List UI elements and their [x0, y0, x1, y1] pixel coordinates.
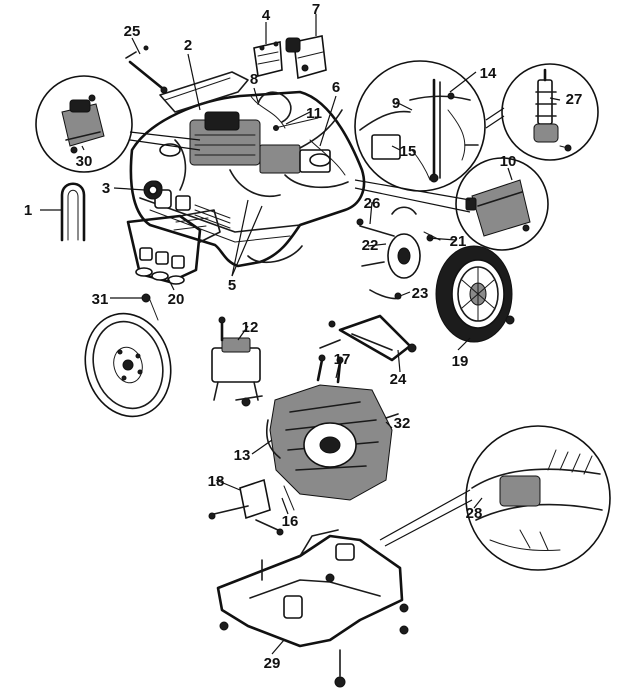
inset-9-14-15 [354, 60, 486, 192]
callout-4: 4 [262, 7, 271, 24]
callout-5: 5 [228, 277, 236, 294]
part-8-hose [257, 91, 292, 123]
part-16-18-bracket [208, 478, 295, 536]
leader-lines [40, 14, 561, 655]
callout-7: 7 [312, 1, 320, 18]
part-11-clip [273, 117, 319, 131]
part-19-wheel [435, 245, 515, 343]
callout-11: 11 [306, 105, 322, 122]
part-6-line [299, 109, 343, 149]
callout-13: 13 [234, 447, 251, 464]
part-24-lower-arm [319, 314, 417, 362]
callout-3: 3 [102, 180, 110, 197]
part-21-26-hub [356, 206, 441, 300]
callout-10: 10 [500, 153, 517, 170]
callout-28: 28 [466, 505, 483, 522]
part-1-belt [60, 182, 86, 242]
callout-1: 1 [24, 202, 32, 219]
callout-9: 9 [392, 95, 400, 112]
inset-28 [465, 425, 611, 571]
part-12-mount [211, 316, 263, 407]
callout-14: 14 [480, 65, 497, 82]
part-29-subframe [216, 529, 409, 688]
callout-24: 24 [390, 371, 407, 388]
part-20-exhaust-manifold [126, 209, 221, 285]
callout-26: 26 [364, 195, 381, 212]
callout-labels: 1 2 3 4 5 6 7 8 9 10 11 12 13 14 15 16 1… [24, 1, 583, 672]
callout-12: 12 [242, 319, 259, 336]
inset-connectors [129, 107, 505, 213]
callout-27: 27 [566, 91, 583, 108]
inset-27 [501, 63, 599, 161]
callout-17: 17 [334, 351, 351, 368]
callout-31: 31 [92, 291, 109, 308]
inset-28-connector [379, 489, 471, 541]
part-31-flywheel [84, 293, 172, 418]
car-body [129, 71, 366, 268]
part-13-32-transmission [265, 354, 399, 501]
inset-10 [455, 157, 549, 251]
callout-32: 32 [394, 415, 411, 432]
part-4-bracket [253, 41, 283, 77]
callout-19: 19 [452, 353, 469, 370]
part-3-sensor [143, 180, 163, 200]
callout-18: 18 [208, 473, 225, 490]
callout-2: 2 [184, 37, 192, 54]
inset-28-connector-2 [384, 499, 473, 547]
inset-30 [35, 75, 133, 173]
callout-23: 23 [412, 285, 429, 302]
callout-8: 8 [250, 71, 258, 88]
callout-16: 16 [282, 513, 299, 530]
part-7-engine-mount [285, 35, 327, 80]
callout-15: 15 [400, 143, 417, 160]
callout-6: 6 [332, 79, 340, 96]
part-25-bolt [125, 45, 168, 94]
callout-21: 21 [450, 233, 467, 250]
callout-29: 29 [264, 655, 281, 672]
callout-25: 25 [124, 23, 141, 40]
callout-22: 22 [362, 237, 379, 254]
callout-20: 20 [168, 291, 185, 308]
callout-30: 30 [76, 153, 93, 170]
